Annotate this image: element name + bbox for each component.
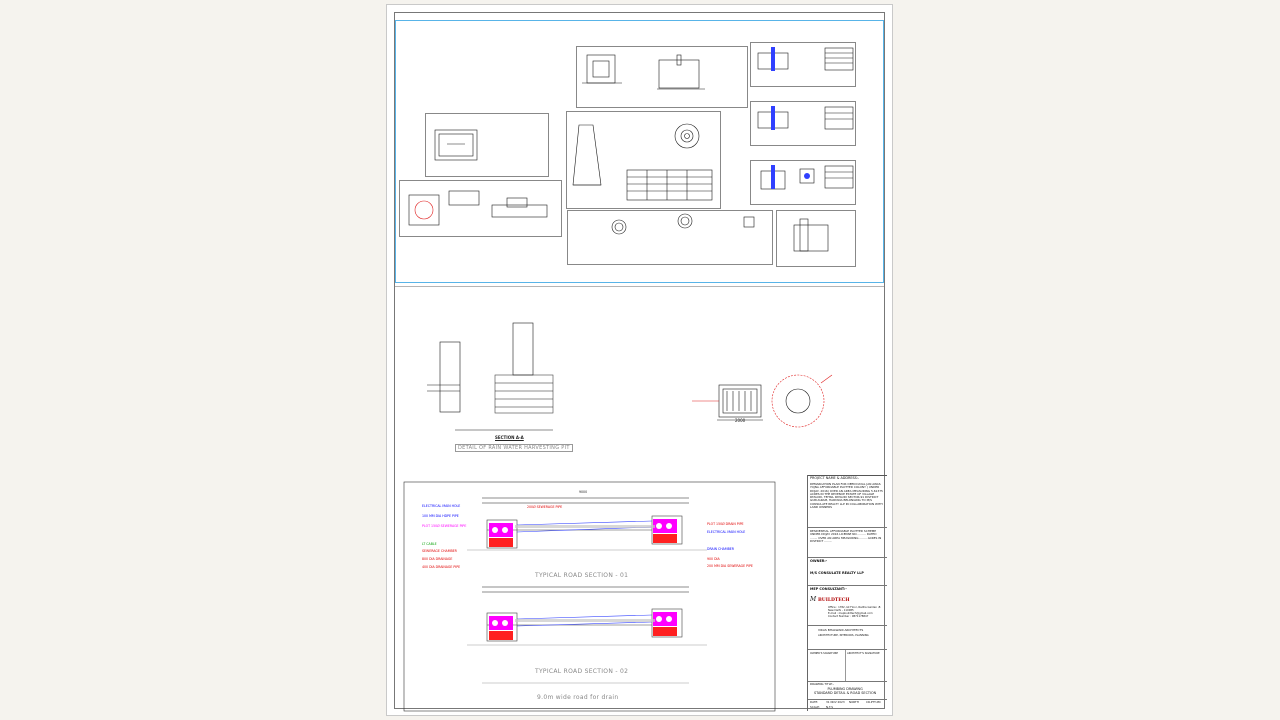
road-section-1-caption: TYPICAL ROAD SECTION - 01: [535, 572, 629, 579]
owner-signature: OWNER'S SIGNATURE: [810, 652, 839, 655]
project-description: DEMARCATION PLAN FOR DEEN DAYAL JAN AWAS…: [810, 482, 883, 510]
detail-panel-valve: [776, 210, 856, 267]
label-right-3: DRAIN CHAMBER: [707, 547, 735, 551]
detail-panel-slab-2: [750, 101, 856, 146]
label-right-1: PLOT 150Ø DRAIN PIPE: [707, 522, 744, 526]
label-right-5: 200 MM DIA SEWERAGE PIPE: [707, 564, 753, 568]
architect-signature: ARCHITECT'S SIGNATURE: [847, 652, 880, 655]
label-sewer-chamber: SEWERAGE CHAMBER: [422, 549, 457, 553]
scheme-text: RESIDENTIAL AFFORDABLE PLOTTED SCHEME UN…: [810, 529, 882, 544]
road-dim: 9000: [579, 490, 588, 494]
label-right-2: ELECTRICAL MAIN HOLE: [707, 530, 746, 534]
scale-label: SCALE:: [810, 705, 820, 709]
scale-value: N.T.S: [826, 705, 834, 709]
label-sewer-pipe: 200Ø SEWERAGE PIPE: [527, 505, 563, 509]
label-lt-cable: LT CABLE: [422, 542, 437, 546]
date-label: DATE:: [810, 700, 819, 704]
detail-panel-slab-1: [750, 42, 856, 87]
drawing-sheet: SECTION A-A DETAIL OF RAIN WATER HARVEST…: [386, 4, 893, 716]
section-aa-label: SECTION A-A: [495, 435, 524, 440]
section-divider: [395, 286, 884, 287]
consultant-address: Office : 1782, Ist Floor, Radha Garden ,…: [828, 606, 881, 618]
detail-panel-gully: [425, 113, 549, 177]
consultant-name: BUILDTECH: [818, 598, 850, 603]
rwh-dim: 2000: [735, 418, 746, 423]
title-block: PROJECT NAME & ADDRESS:- DEMARCATION PLA…: [807, 475, 887, 711]
consultant-logo: M: [810, 596, 817, 603]
date-value: 31 NOV 2023: [826, 700, 845, 704]
project-heading: PROJECT NAME & ADDRESS:-: [810, 476, 860, 480]
detail-panel-inspection: [399, 180, 562, 237]
drawing-title-label: DRAWING TITLE:-: [810, 682, 835, 686]
detail-panel-rings: [567, 210, 773, 265]
label-right-4: 900 DIA: [707, 557, 720, 561]
drawing-title: PLUMBING DRAWING STANDARD DETAIL & ROAD …: [814, 687, 877, 695]
architect-sub: ARCHITECTURE, INTERIORS, PLANNING: [818, 634, 869, 637]
road-width-caption: 9.0m wide road for drain: [537, 694, 619, 701]
drawing-border: [394, 12, 885, 709]
cad-linework: [403, 47, 854, 712]
label-drain-chamber: 800 DIA DRAINAGE: [422, 557, 453, 561]
road-section-2-caption: TYPICAL ROAD SECTION - 02: [535, 668, 629, 675]
label-drain-pipe: 400 DIA DRAINAGE PIPE: [422, 565, 461, 569]
label-storm: PLOT 150Ø SEWERAGE PIPE: [422, 524, 467, 528]
north-label: NORTH: [849, 700, 859, 704]
rwh-caption: DETAIL OF RAIN WATER HARVESTING PIT: [455, 444, 573, 452]
owner-name: M/S CONSULATE REALTY LLP: [810, 571, 864, 575]
detail-panel-slab-3: [750, 160, 856, 205]
consultant-heading: MEP CONSULTANT:-: [810, 587, 847, 591]
owner-heading: OWNER:-: [810, 559, 828, 563]
architect-name: VIKAS BHALWANI ARCHITECTS: [818, 628, 864, 632]
drawing-number: CR-PTT-MC: [866, 700, 881, 704]
label-water-pipe: 100 MM DIA HDPE PIPE: [422, 514, 459, 518]
detail-zone-top: [395, 20, 884, 283]
label-elec-manhole: ELECTRICAL MAIN HOLE: [422, 504, 461, 508]
